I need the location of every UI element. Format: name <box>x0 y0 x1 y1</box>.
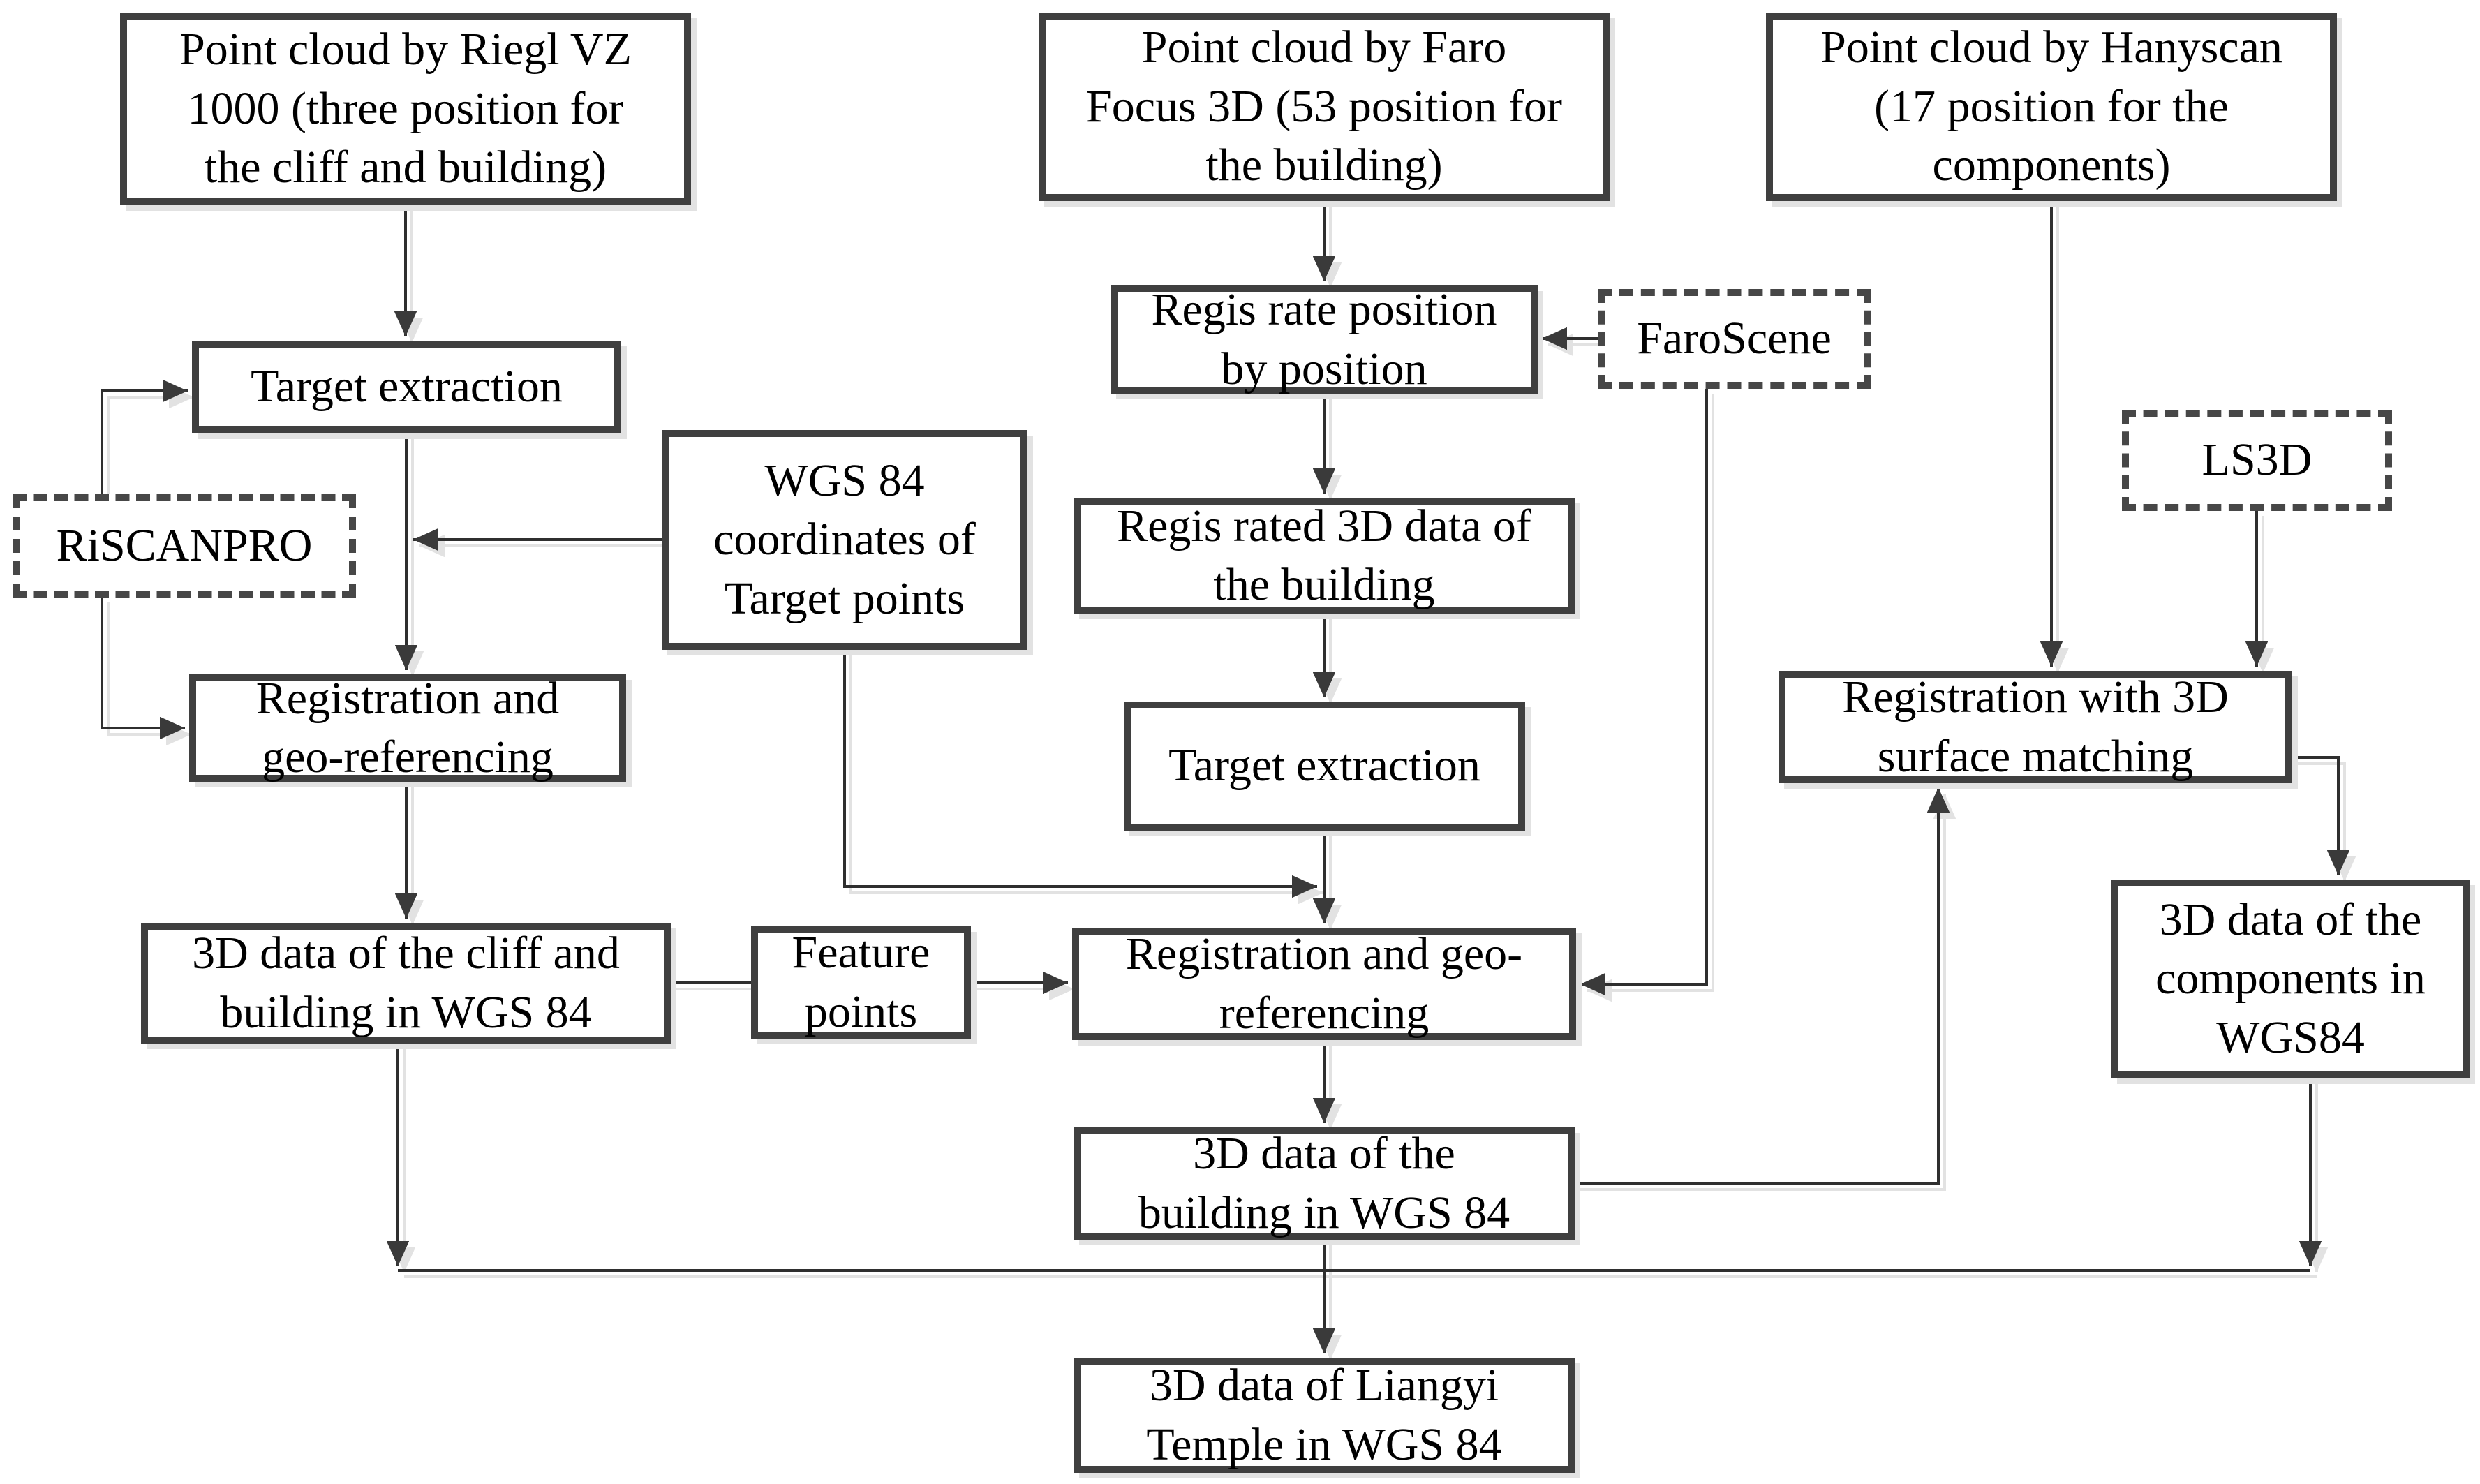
node-regis-rate-position: Regis rate position by position <box>1111 284 1538 394</box>
node-faroscene: FaroScene <box>1598 289 1871 389</box>
node-registration-georeferencing-mid: Registration and geo- referencing <box>1072 928 1576 1040</box>
connector-riscanpro-to-registration-left <box>101 596 185 740</box>
node-3d-data-liangyi-temple: 3D data of Liangyi Temple in WGS 84 <box>1074 1358 1575 1473</box>
node-feature-points: Feature points <box>751 926 971 1039</box>
connector-building-3d-to-registration-matching <box>1573 787 1950 1185</box>
node-3d-data-building: 3D data of the building in WGS 84 <box>1074 1127 1575 1240</box>
node-ls3d: LS3D <box>2122 410 2392 511</box>
node-registration-georeferencing-left: Registration and geo-referencing <box>189 673 626 782</box>
node-riscanpro: RiSCANPRO <box>13 494 356 598</box>
node-registration-3d-surface-matching: Registration with 3D surface matching <box>1779 671 2292 783</box>
node-regis-rated-3d-data: Regis rated 3D data of the building <box>1074 498 1575 614</box>
node-point-cloud-faro: Point cloud by Faro Focus 3D (53 positio… <box>1039 13 1610 201</box>
connector-riscanpro-to-target-extraction <box>101 379 188 496</box>
node-point-cloud-riegl: Point cloud by Riegl VZ 1000 (three posi… <box>120 13 691 205</box>
node-point-cloud-hanyscan: Point cloud by Hanyscan (17 position for… <box>1766 13 2337 201</box>
connector-wgs84-to-mid-flow-junction <box>843 648 1317 898</box>
node-3d-data-cliff-building: 3D data of the cliff and building in WGS… <box>141 923 671 1044</box>
node-3d-data-components: 3D data of the components in WGS84 <box>2111 880 2470 1078</box>
connector-registration-matching-to-components-3d <box>2291 756 2350 875</box>
connector-faroscene-to-registration-mid <box>1580 387 1708 996</box>
node-target-extraction-left: Target extraction <box>192 341 621 433</box>
node-wgs84-coordinates: WGS 84 coordinates of Target points <box>662 430 1027 650</box>
node-target-extraction-mid: Target extraction <box>1124 702 1525 831</box>
